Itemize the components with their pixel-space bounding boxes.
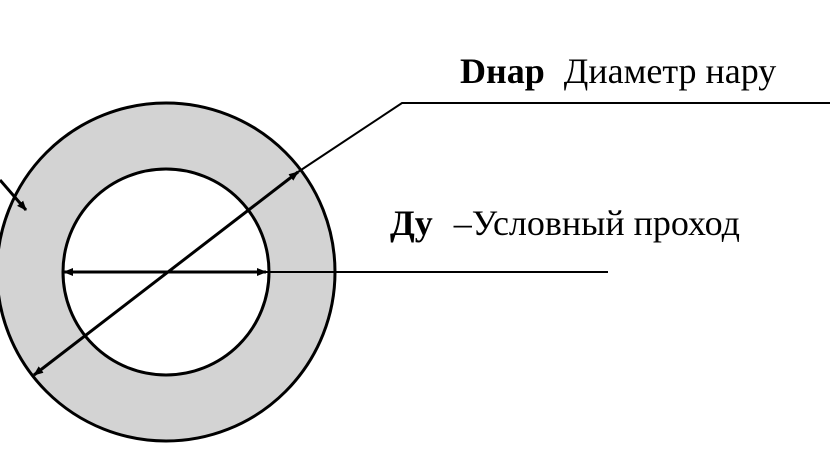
outer-diameter-leader-line [297, 102, 830, 173]
outer-diameter-term: Dнар [460, 51, 545, 91]
left-edge-arrow [0, 179, 28, 211]
nominal-bore-description: –Условный проход [453, 203, 740, 243]
outer-diameter-label: Dнар Диаметр нару [460, 51, 776, 91]
outer-diameter-description: Диаметр нару [564, 51, 777, 91]
nominal-bore-label: Ду –Условный проход [390, 203, 740, 243]
nominal-bore-term: Ду [390, 203, 433, 243]
